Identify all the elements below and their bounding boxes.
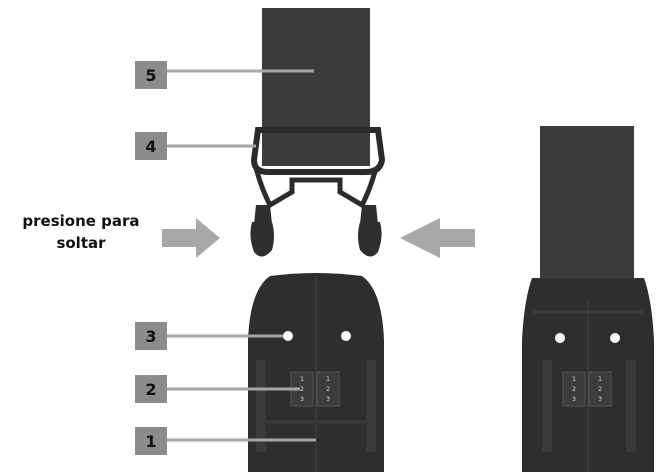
adjust-mark-l3: 3 — [300, 396, 304, 403]
adjuster-right — [316, 371, 340, 407]
callout-2: 2 — [135, 375, 300, 403]
assembled-mark-l3: 3 — [572, 396, 576, 403]
assembled-strap — [540, 126, 634, 286]
callout-3: 3 — [135, 322, 283, 350]
press-arrow-right — [162, 218, 220, 258]
callout-4: 4 — [135, 132, 256, 160]
svg-text:3: 3 — [145, 327, 156, 346]
press-label-line2: soltar — [56, 234, 106, 252]
press-to-release-label: presione para soltar — [6, 210, 156, 254]
svg-text:4: 4 — [145, 137, 156, 156]
assembled-mark-l1: 1 — [572, 376, 576, 383]
left-prong-stem — [254, 205, 272, 224]
right-prong — [358, 222, 382, 257]
adjust-mark-r1: 1 — [326, 376, 330, 383]
male-buckle — [250, 127, 386, 209]
right-hole — [341, 331, 351, 341]
assembled-left-hole — [555, 333, 565, 343]
left-hole — [283, 331, 293, 341]
assembled-buckle: 1 2 3 1 2 3 — [522, 126, 654, 472]
press-label-line1: presione para — [22, 212, 140, 230]
left-prong — [250, 222, 274, 257]
assembled-mark-r2: 2 — [598, 386, 602, 393]
svg-text:1: 1 — [145, 432, 156, 451]
callout-5: 5 — [135, 61, 314, 89]
assembled-mark-r1: 1 — [598, 376, 602, 383]
right-prong-stem — [360, 205, 378, 224]
svg-text:2: 2 — [145, 380, 156, 399]
assembled-mark-r3: 3 — [598, 396, 602, 403]
adjust-mark-l1: 1 — [300, 376, 304, 383]
press-arrow-left — [400, 218, 475, 258]
callout-1: 1 — [135, 427, 316, 455]
assembled-mark-l2: 2 — [572, 386, 576, 393]
adjust-mark-r2: 2 — [326, 386, 330, 393]
adjust-mark-r3: 3 — [326, 396, 330, 403]
svg-text:5: 5 — [145, 66, 156, 85]
female-buckle: 1 2 3 1 2 3 — [248, 273, 384, 472]
adjust-mark-l2: 2 — [300, 386, 304, 393]
assembled-right-hole — [610, 333, 620, 343]
strap-top — [262, 8, 370, 166]
